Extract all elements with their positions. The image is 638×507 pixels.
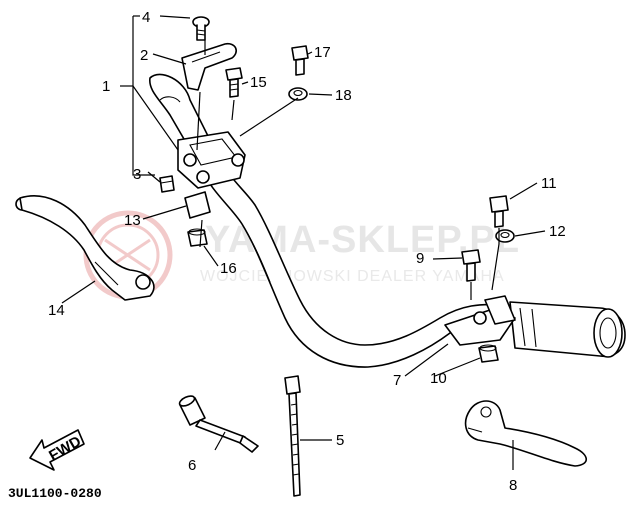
callout-11: 11 [541,175,557,192]
screw-4 [192,16,210,41]
callout-16: 16 [220,260,237,277]
callout-17: 17 [314,44,331,61]
cable-tie-5 [284,375,301,497]
callout-8: 8 [509,477,517,494]
lever-holder [177,42,246,219]
callout-14: 14 [48,302,65,319]
bolt-9 [461,249,481,282]
washer-12 [495,229,515,243]
callout-13: 13 [124,212,141,229]
part-6 [178,395,259,453]
callout-12: 12 [549,223,566,240]
bolt-17 [291,45,309,76]
callout-5: 5 [336,432,344,449]
watermark-subtitle: WOJCIECHOWSKI DEALER YAMAHA [200,268,505,285]
diagram-code: 3UL1100-0280 [8,486,102,501]
callout-6: 6 [188,457,196,474]
callout-4: 4 [142,9,150,26]
bolt-11 [489,195,509,228]
screw-3 [159,175,175,193]
callout-3: 3 [133,166,141,183]
leader-lines [61,15,546,470]
callout-9: 9 [416,250,424,267]
callout-10: 10 [430,370,447,387]
nut-10 [478,344,499,363]
callout-7: 7 [393,372,401,389]
callout-15: 15 [250,74,267,91]
callout-2: 2 [140,47,148,64]
nut-16 [187,228,208,247]
washer-18 [288,87,308,101]
clutch-lever-14 [15,195,155,301]
callout-labels: 4 2 1 3 15 17 18 13 16 14 11 12 9 7 10 5… [48,9,566,494]
callout-18: 18 [335,87,352,104]
handlebar [149,73,626,368]
bolt-15 [225,67,243,98]
fwd-arrow-icon: FWD [29,429,85,471]
brake-lever-8 [464,400,588,467]
callout-1: 1 [102,78,110,95]
brake-lever-holder [444,295,516,346]
